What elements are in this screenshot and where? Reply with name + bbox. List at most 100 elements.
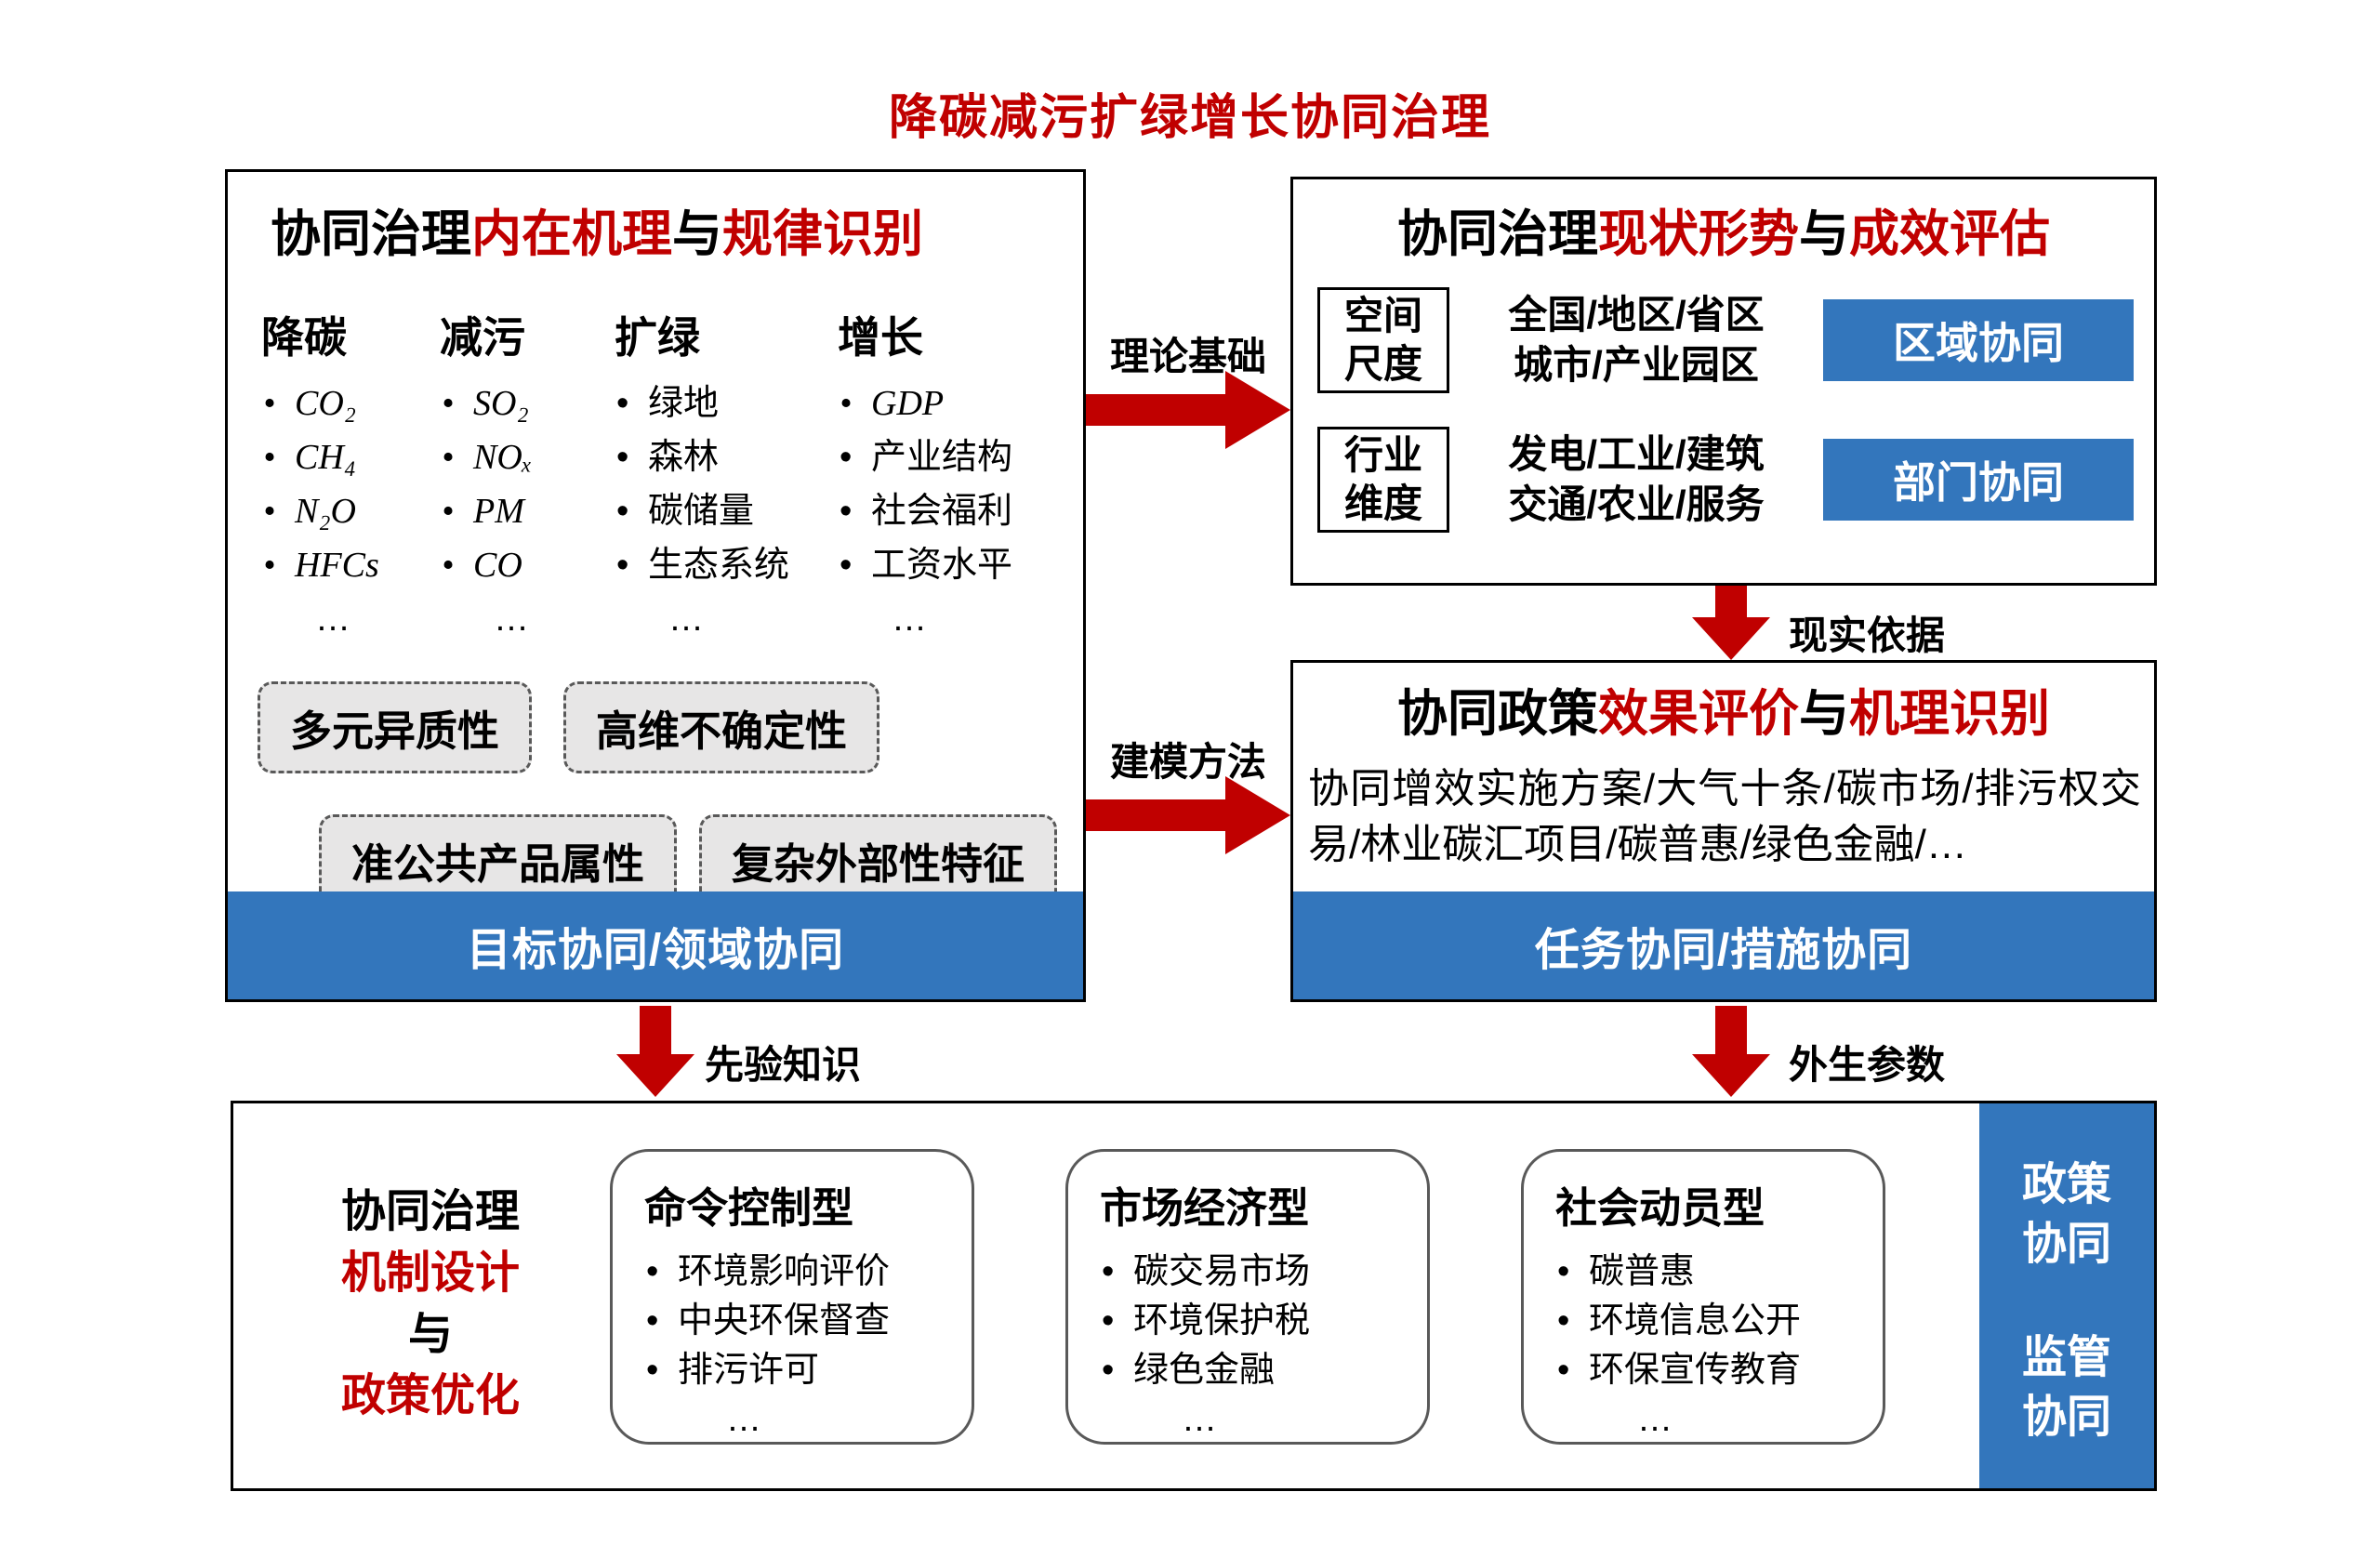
card-item-list: 碳交易市场 环境保护税 绿色金融 … [1100, 1248, 1418, 1445]
page-title: 降碳减污扩绿增长协同治理 [888, 91, 1491, 145]
regional-synergy-badge: 区域协同 [1823, 299, 2134, 381]
property-tag-row: 多元异质性 高维不确定性 [258, 681, 1083, 773]
status-box-title: 协同治理现状形势与成效评估 [1293, 204, 2154, 265]
indicator-item: 碳储量 [615, 484, 838, 538]
design-heading: 协同治理 机制设计 与 政策优化 [291, 1182, 570, 1427]
title-part: 内在机理 [471, 206, 672, 262]
indicator-more: … [315, 600, 350, 639]
indicator-item: CH₄ [261, 430, 440, 484]
property-tag: 多元异质性 [258, 681, 533, 773]
indicator-item: CO [440, 538, 615, 592]
indicator-item: SO₂ [440, 376, 615, 430]
sidebar-regulation-synergy: 监管协同 [2022, 1333, 2112, 1442]
card-item: 排污许可 [644, 1346, 962, 1395]
theory-basis-arrow-icon [1086, 371, 1290, 449]
value-line: 城市/产业园区 [1514, 343, 1759, 387]
arrow-shaft [1086, 394, 1225, 426]
value-line: 交通/农业/服务 [1508, 482, 1765, 526]
arrow-head [1692, 617, 1770, 660]
card-item: 环境影响评价 [644, 1248, 962, 1297]
card-title: 市场经济型 [1100, 1184, 1310, 1232]
indicator-item: HFCs [261, 538, 440, 592]
label-line: 行业 [1344, 433, 1423, 477]
indicator-list: CO₂ CH₄ N₂O HFCs … [261, 376, 440, 646]
property-tags: 多元异质性 高维不确定性 准公共产品属性 复杂外部性特征 [228, 681, 1083, 906]
card-title: 社会动员型 [1555, 1184, 1765, 1232]
column-header: 降碳 [261, 313, 347, 362]
arrow-shaft [1715, 586, 1747, 617]
indicator-item: 生态系统 [615, 538, 838, 592]
policy-footer-bar: 任务协同/措施协同 [1293, 891, 2154, 999]
title-part: 规律识别 [722, 206, 923, 262]
arrow-head [1225, 776, 1290, 854]
indicator-list: SO₂ NOₓ PM CO … [440, 376, 615, 646]
column-header: 减污 [440, 313, 525, 362]
reality-basis-arrow-icon [1692, 586, 1770, 660]
column-header: 扩绿 [615, 313, 700, 362]
indicator-more: … [892, 600, 927, 639]
indicator-more: … [494, 600, 529, 639]
policy-box-title: 协同政策效果评价与机理识别 [1293, 683, 2154, 745]
column-header: 增长 [838, 313, 923, 362]
arrow-shaft [1715, 1006, 1747, 1054]
arrow-head [616, 1054, 694, 1097]
industry-dimension-label: 行业 维度 [1317, 427, 1450, 533]
title-part: 成效评估 [1849, 206, 2050, 262]
indicator-item: PM [440, 484, 615, 538]
card-more: … [1182, 1400, 1217, 1439]
mechanism-footer-bar: 目标协同/领域协同 [228, 891, 1083, 999]
reality-basis-label: 现实依据 [1789, 614, 1946, 657]
indicator-item: 工资水平 [838, 538, 1070, 592]
title-part: 机理识别 [1849, 686, 2050, 742]
title-part: 与 [1799, 686, 1849, 742]
card-market-economic: 市场经济型 碳交易市场 环境保护税 绿色金融 … [1065, 1149, 1430, 1445]
indicator-item: 森林 [615, 430, 838, 484]
spatial-scale-values: 全国/地区/省区 城市/产业园区 [1466, 290, 1806, 390]
arrow-head [1225, 371, 1290, 449]
indicator-item: NOₓ [440, 430, 615, 484]
card-social-mobilization: 社会动员型 碳普惠 环境信息公开 环保宣传教育 … [1521, 1149, 1885, 1445]
sector-synergy-badge: 部门协同 [1823, 439, 2134, 521]
status-box: 协同治理现状形势与成效评估 空间 尺度 全国/地区/省区 城市/产业园区 区域协… [1290, 177, 2157, 586]
title-part: 与 [1799, 206, 1849, 262]
exogenous-parameters-label: 外生参数 [1789, 1043, 1946, 1087]
card-item: 绿色金融 [1100, 1346, 1418, 1395]
card-item: 碳交易市场 [1100, 1248, 1418, 1297]
spatial-scale-label: 空间 尺度 [1317, 287, 1450, 393]
column-carbon-reduction: 降碳 CO₂ CH₄ N₂O HFCs … [261, 304, 440, 646]
design-box: 协同治理 机制设计 与 政策优化 命令控制型 环境影响评价 中央环保督查 排污许… [231, 1101, 2157, 1491]
prior-knowledge-arrow-icon [616, 1006, 694, 1097]
value-line: 发电/工业/建筑 [1508, 432, 1765, 476]
title-part: 协同政策 [1397, 686, 1598, 742]
mechanism-box: 协同治理内在机理与规律识别 降碳 CO₂ CH₄ N₂O HFCs … 减污 S… [225, 169, 1086, 1002]
industry-dimension-values: 发电/工业/建筑 交通/农业/服务 [1466, 429, 1806, 530]
arrow-shaft [1086, 799, 1225, 831]
column-growth: 增长 GDP 产业结构 社会福利 工资水平 … [838, 304, 1070, 646]
column-green-expansion: 扩绿 绿地 森林 碳储量 生态系统 … [615, 304, 838, 646]
title-part: 效果评价 [1598, 686, 1799, 742]
card-title: 命令控制型 [644, 1184, 854, 1232]
column-pollution-reduction: 减污 SO₂ NOₓ PM CO … [440, 304, 615, 646]
card-more: … [1637, 1400, 1673, 1439]
card-item: 环境保护税 [1100, 1297, 1418, 1346]
policy-measures-text: 协同增效实施方案/大气十条/碳市场/排污权交易/林业碳汇项目/碳普惠/绿色金融/… [1308, 766, 2141, 867]
indicator-item: N₂O [261, 484, 440, 538]
card-command-control: 命令控制型 环境影响评价 中央环保督查 排污许可 … [610, 1149, 974, 1445]
heading-line: 协同治理 [340, 1187, 520, 1236]
title-part: 与 [672, 206, 722, 262]
indicator-item: 社会福利 [838, 484, 1070, 538]
property-tag: 准公共产品属性 [319, 814, 678, 906]
card-item-list: 环境影响评价 中央环保督查 排污许可 … [644, 1248, 962, 1445]
indicator-item: 产业结构 [838, 430, 1070, 484]
card-item: 碳普惠 [1555, 1248, 1873, 1297]
card-more: … [726, 1400, 761, 1439]
policy-box: 协同政策效果评价与机理识别 协同增效实施方案/大气十条/碳市场/排污权交易/林业… [1290, 660, 2157, 1002]
indicator-list: 绿地 森林 碳储量 生态系统 … [615, 376, 838, 646]
card-item-list: 碳普惠 环境信息公开 环保宣传教育 … [1555, 1248, 1873, 1445]
property-tag: 高维不确定性 [563, 681, 880, 773]
heading-line: 与 [407, 1310, 453, 1359]
indicator-columns: 降碳 CO₂ CH₄ N₂O HFCs … 减污 SO₂ NOₓ PM CO … [261, 304, 1083, 646]
card-item: 环境信息公开 [1555, 1297, 1873, 1346]
title-part: 协同治理 [1397, 206, 1598, 262]
heading-line: 机制设计 [340, 1248, 520, 1298]
